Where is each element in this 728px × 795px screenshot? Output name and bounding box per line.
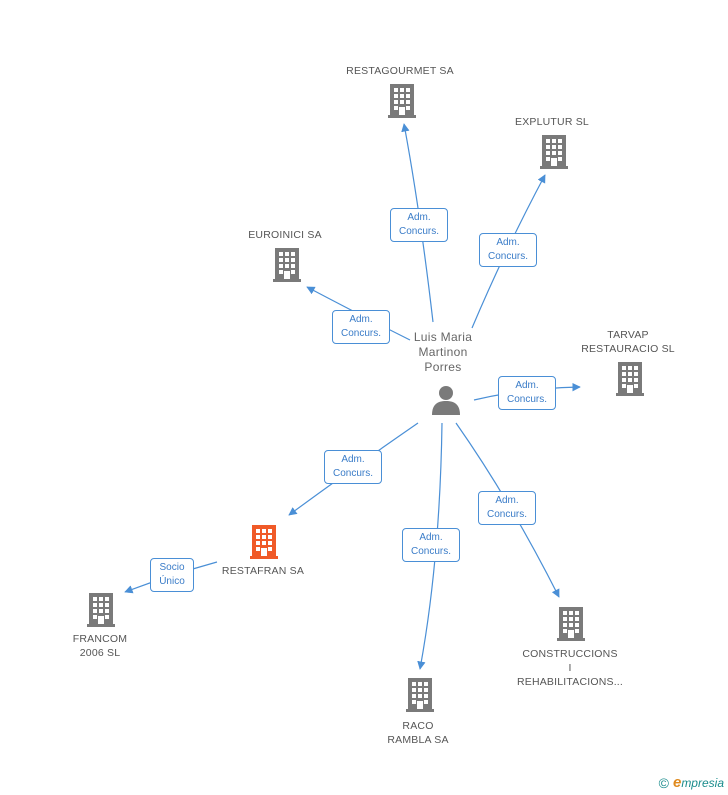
company-label-tarvap[interactable]: TARVAP RESTAURACIO SL <box>581 329 675 355</box>
edge-label-euroinici[interactable]: Adm. Concurs. <box>332 310 390 344</box>
brand-logo-e: e <box>672 774 682 791</box>
edge-label-restafran[interactable]: Adm. Concurs. <box>324 450 382 484</box>
company-label-construccions[interactable]: CONSTRUCCIONS I REHABILITACIONS... <box>516 648 624 688</box>
company-label-euroinici[interactable]: EUROINICI SA <box>248 229 322 241</box>
building-icon-restafran[interactable] <box>250 525 278 564</box>
building-icon-francom[interactable] <box>87 593 115 632</box>
edge-label-explutur[interactable]: Adm. Concurs. <box>479 233 537 267</box>
building-icon-restagourmet[interactable] <box>388 84 416 123</box>
building-icon-explutur[interactable] <box>540 135 568 174</box>
person-icon[interactable] <box>431 385 461 420</box>
company-label-francom[interactable]: FRANCOM 2006 SL <box>72 633 128 659</box>
footer-brand[interactable]: © empresia <box>659 774 724 791</box>
company-label-restagourmet[interactable]: RESTAGOURMET SA <box>346 65 454 77</box>
building-icon-euroinici[interactable] <box>273 248 301 287</box>
person-name[interactable]: Luis Maria Martinon Porres <box>413 330 473 374</box>
company-label-explutur[interactable]: EXPLUTUR SL <box>515 116 589 128</box>
company-label-raco[interactable]: RACO RAMBLA SA <box>387 720 449 746</box>
edge-label-tarvap[interactable]: Adm. Concurs. <box>498 376 556 410</box>
brand-name: mpresia <box>681 776 724 790</box>
building-icon-raco[interactable] <box>406 678 434 717</box>
edge-label-raco[interactable]: Adm. Concurs. <box>402 528 460 562</box>
edge-label-restagourmet[interactable]: Adm. Concurs. <box>390 208 448 242</box>
building-icon-construccions[interactable] <box>557 607 585 646</box>
edge-label-francom[interactable]: Socio Único <box>150 558 194 592</box>
edge-label-construccions[interactable]: Adm. Concurs. <box>478 491 536 525</box>
building-icon-tarvap[interactable] <box>616 362 644 401</box>
company-label-restafran[interactable]: RESTAFRAN SA <box>221 565 305 577</box>
copyright-icon: © <box>658 774 669 791</box>
